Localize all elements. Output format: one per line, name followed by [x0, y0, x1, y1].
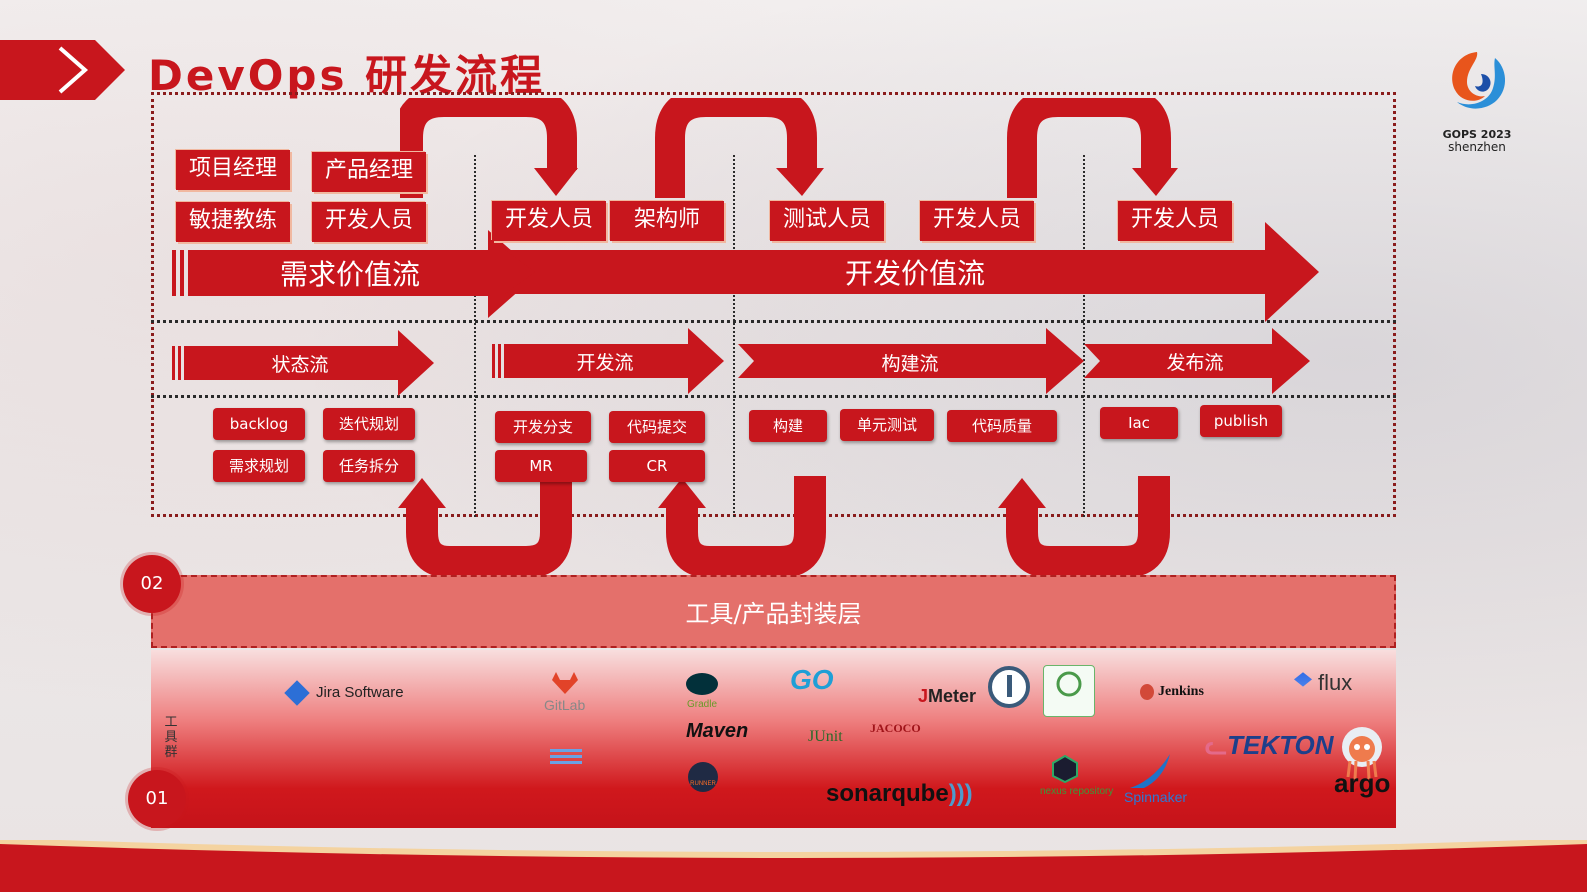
role-developer: 开发人员	[1118, 201, 1232, 241]
feedback-arrow-icon	[658, 476, 826, 578]
tekton-logo: ᓚTEKTON	[1205, 730, 1334, 760]
activity-cr: CR	[609, 450, 705, 482]
activity-code-commit: 代码提交	[609, 411, 705, 443]
stage-divider	[733, 155, 735, 517]
layer-number-badge: 02	[123, 555, 181, 613]
role-developer: 开发人员	[920, 201, 1034, 241]
gitlab-runner-logo: RUNNER	[688, 762, 718, 792]
flux-logo: flux	[1294, 670, 1352, 696]
role-agile-coach: 敏捷教练	[176, 202, 290, 242]
development-value-stream-arrow	[505, 222, 1319, 322]
tool-group-area	[151, 650, 1396, 828]
gitlab-logo: GitLab	[544, 672, 585, 713]
activity-build: 构建	[749, 410, 827, 442]
stage-divider	[474, 155, 476, 517]
demand-value-stream-label: 需求价值流	[279, 258, 420, 291]
argo-octopus-icon	[1342, 727, 1383, 780]
tools-layer-label: 工具/产品封装层	[685, 600, 862, 628]
jenkins-butler-icon	[1140, 684, 1154, 700]
divider-line	[151, 320, 1396, 323]
flux-icon	[1294, 672, 1312, 687]
activity-task-breakdown: 任务拆分	[323, 450, 415, 482]
role-developer: 开发人员	[492, 201, 606, 241]
tekton-cat-icon: ᓚ	[1205, 730, 1228, 760]
artifactory-icon	[1043, 665, 1095, 717]
jira-icon	[284, 680, 310, 706]
layer-number-badge: 01	[128, 770, 186, 828]
jacoco-logo: JACOCO	[870, 721, 921, 735]
handoff-arrow-icon	[655, 98, 824, 198]
artifactory-ring-icon	[1056, 671, 1082, 697]
page-title: DevOps 研发流程	[148, 51, 546, 100]
state-flow-arrow	[172, 330, 434, 396]
spinnaker-sail-icon	[1130, 754, 1170, 788]
lighthouse-circle-icon	[988, 666, 1030, 708]
spinnaker-logo: Spinnaker	[1124, 752, 1187, 811]
gitlab-fox-icon	[551, 672, 578, 694]
stage-divider	[1083, 155, 1085, 517]
jira-logo: Jira Software	[284, 680, 404, 706]
release-flow-arrow	[1084, 328, 1310, 394]
logo-line1: GOPS 2023	[1442, 128, 1512, 141]
role-architect: 架构师	[610, 201, 724, 241]
activity-code-quality: 代码质量	[947, 410, 1057, 442]
activity-publish: publish	[1200, 405, 1282, 437]
dev-flow-arrow	[492, 328, 724, 394]
activity-iteration-planning: 迭代规划	[323, 408, 415, 440]
argo-logo: argo	[1334, 725, 1390, 817]
development-value-stream-label: 开发价值流	[844, 257, 985, 290]
nexus-hex-icon	[1052, 754, 1078, 784]
runner-icon: RUNNER	[688, 762, 718, 792]
logo-line2: shenzhen	[1448, 140, 1506, 154]
tools-layer-band	[151, 575, 1396, 648]
role-project-manager: 项目经理	[176, 150, 290, 190]
tool-group-label: 工具群	[164, 715, 178, 760]
activity-iac: Iac	[1100, 407, 1178, 439]
jmeter-logo: JMeter	[918, 686, 977, 706]
release-flow-label: 发布流	[1166, 352, 1224, 374]
maven-logo: Maven	[686, 720, 749, 742]
sonarqube-logo: sonarqube)))	[826, 780, 973, 807]
stack-icon	[548, 745, 584, 772]
gradle-elephant-icon	[686, 673, 718, 695]
bottom-wave-decoration	[0, 840, 1587, 892]
state-flow-label: 状态流	[271, 354, 329, 376]
gops-swirl-icon	[1452, 52, 1506, 109]
feedback-arrow-icon	[398, 476, 572, 578]
build-flow-arrow	[738, 328, 1084, 394]
stack-lines-icon	[550, 749, 582, 764]
junit-logo: JUnit	[808, 728, 843, 745]
demand-value-stream-arrow	[172, 230, 538, 318]
gops-logo: GOPS 2023 shenzhen	[1432, 44, 1522, 154]
feedback-arrow-icon	[998, 476, 1170, 578]
lighthouse-icon	[987, 665, 1031, 714]
role-tester: 测试人员	[770, 201, 884, 241]
activity-backlog: backlog	[213, 408, 305, 440]
gradle-logo: Gradle	[684, 670, 720, 710]
handoff-arrow-icon	[1007, 98, 1178, 198]
activity-requirement-planning: 需求规划	[213, 450, 305, 482]
divider-line	[151, 395, 1396, 398]
build-flow-label: 构建流	[881, 353, 939, 375]
process-frame	[151, 92, 1396, 517]
go-logo: GO	[790, 664, 834, 695]
activity-dev-branch: 开发分支	[495, 411, 591, 443]
activity-mr: MR	[495, 450, 587, 482]
activity-unit-test: 单元测试	[840, 409, 934, 441]
dev-flow-label: 开发流	[576, 352, 634, 374]
nexus-logo: nexus repository	[1040, 754, 1113, 797]
role-product-manager: 产品经理	[312, 152, 426, 192]
title-chevron-icon	[0, 40, 125, 100]
handoff-arrow-icon	[400, 98, 578, 198]
sonar-waves-icon: )))	[948, 780, 973, 807]
role-developer: 开发人员	[312, 202, 426, 242]
jenkins-logo: Jenkins	[1140, 684, 1204, 700]
